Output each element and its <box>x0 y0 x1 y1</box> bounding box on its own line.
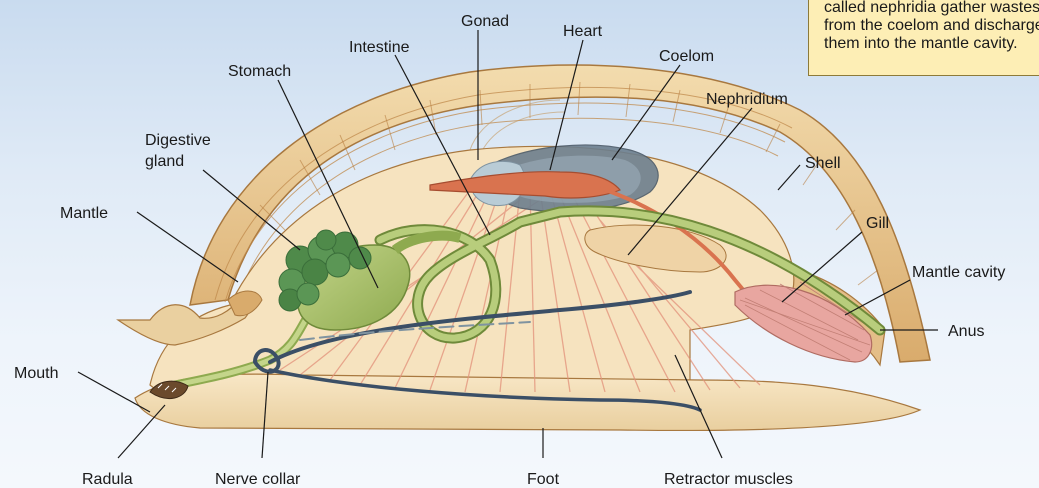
label-mouth: Mouth <box>14 365 58 382</box>
label-gonad: Gonad <box>461 13 509 30</box>
label-nerve-collar: Nerve collar <box>215 471 301 488</box>
radula-leader <box>118 405 165 458</box>
label-intestine: Intestine <box>349 39 410 56</box>
label-gill: Gill <box>866 215 889 232</box>
label-digestive-gland-1: Digestive <box>145 132 211 149</box>
caption-line: from the coelom and discharge <box>824 17 1039 35</box>
label-mantle: Mantle <box>60 205 108 222</box>
label-mantle-cavity: Mantle cavity <box>912 264 1005 281</box>
label-stomach: Stomach <box>228 63 291 80</box>
label-radula: Radula <box>82 471 133 488</box>
label-nephridium: Nephridium <box>706 91 788 108</box>
label-retractor-muscles: Retractor muscles <box>664 471 793 488</box>
foot <box>135 374 920 430</box>
label-shell: Shell <box>805 155 841 172</box>
mouth-leader <box>78 372 150 412</box>
caption-line: called nephridia gather wastes <box>824 0 1039 17</box>
gill <box>735 282 872 362</box>
caption-note: called nephridia gather wastes from the … <box>808 0 1039 76</box>
label-digestive-gland-2: gland <box>145 153 184 170</box>
caption-line: them into the mantle cavity. <box>824 35 1039 53</box>
label-foot: Foot <box>527 471 560 488</box>
label-coelom: Coelom <box>659 48 714 65</box>
label-heart: Heart <box>563 23 603 40</box>
shell-leader <box>778 165 800 190</box>
label-anus: Anus <box>948 323 984 340</box>
